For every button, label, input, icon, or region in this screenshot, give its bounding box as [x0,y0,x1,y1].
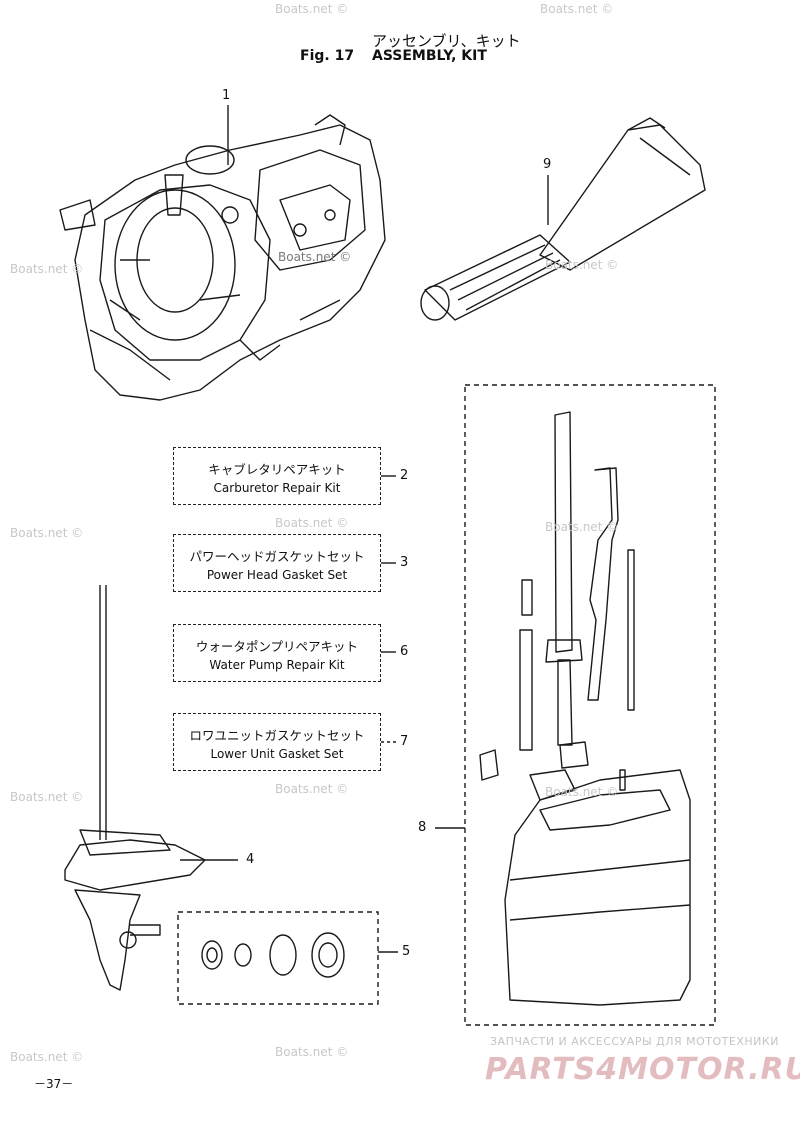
kit-name-english: Water Pump Repair Kit [209,658,345,672]
watermark: Boats.net © [275,1045,349,1059]
callout-1: 1 [222,88,231,103]
callout-3: 3 [400,555,409,570]
tiller-handle [420,117,706,321]
kit-box-lower-unit-gasket: ロワユニットガスケットセット Lower Unit Gasket Set [173,713,381,771]
kit-box-carburetor: キャブレタリペアキット Carburetor Repair Kit [173,447,381,505]
driveshaft-housing [479,411,691,1006]
callout-8: 8 [418,820,427,835]
figure-title: ASSEMBLY, KIT [372,48,487,64]
watermark: Boats.net © [278,250,352,264]
callout-4: 4 [246,852,255,867]
kit-name-japanese: キャブレタリペアキット [208,462,346,477]
kit-name-japanese: ウォータポンプリペアキット [195,639,359,654]
watermark: Boats.net © [10,790,84,804]
shop-tagline: ЗАПЧАСТИ И АКСЕССУАРЫ ДЛЯ МОТОТЕХНИКИ [490,1035,779,1048]
callout-7: 7 [400,734,409,749]
watermark: Boats.net © [540,2,614,16]
callout-9: 9 [543,157,552,172]
callout-6: 6 [400,644,409,659]
driveshaft-housing-group [464,384,716,1026]
callout-5: 5 [402,944,411,959]
kit-box-water-pump: ウォータポンプリペアキット Water Pump Repair Kit [173,624,381,682]
watermark: Boats.net © [10,1050,84,1064]
kit-name-english: Lower Unit Gasket Set [210,747,344,761]
water-pump-parts [201,932,345,978]
figure-number: Fig. 17 [300,48,355,64]
brand-logo: PARTS4MOTOR.RU [485,1052,800,1087]
watermark: Boats.net © [545,785,619,799]
kit-name-japanese: パワーヘッドガスケットセット [189,549,365,564]
watermark: Boats.net © [10,526,84,540]
watermark: Boats.net © [275,782,349,796]
watermark: Boats.net © [275,516,349,530]
watermark: Boats.net © [545,258,619,272]
callout-2: 2 [400,468,409,483]
title-japanese: アッセンブリ、キット [372,32,521,50]
water-pump-parts-group [177,911,379,1005]
kit-name-english: Carburetor Repair Kit [213,481,341,495]
kit-name-japanese: ロワユニットガスケットセット [189,728,365,743]
watermark: Boats.net © [545,520,619,534]
kit-box-power-head-gasket: パワーヘッドガスケットセット Power Head Gasket Set [173,534,381,592]
watermark: Boats.net © [10,262,84,276]
kit-name-english: Power Head Gasket Set [206,568,348,582]
power-head-assembly [59,114,386,401]
watermark: Boats.net © [275,2,349,16]
page-number: －37－ [34,1077,74,1091]
